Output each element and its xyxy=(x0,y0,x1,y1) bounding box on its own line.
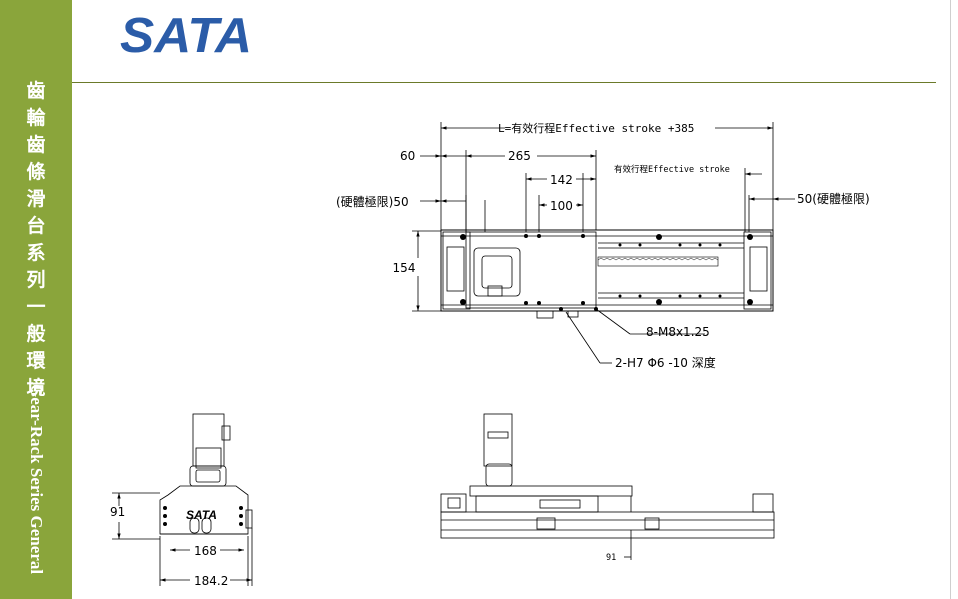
callout-h7-label: 2-H7 Φ6 -10 深度 xyxy=(615,355,716,370)
sidebar-char: 輪 xyxy=(26,107,46,129)
dim-hard-left-label: (硬體極限)50 xyxy=(336,194,409,209)
sidebar-char: 般 xyxy=(26,323,46,345)
dim-60-label: 60 xyxy=(400,149,415,163)
end-view-logo: SATA xyxy=(186,508,217,522)
sidebar-char: 環 xyxy=(26,350,46,372)
sidebar-char: 條 xyxy=(26,161,46,183)
side-dim-91-label: 91 xyxy=(606,553,616,563)
top-view-labels: L=有效行程Effective stroke +385 60 265 142 1… xyxy=(336,121,870,370)
dim-142-label: 142 xyxy=(550,173,573,187)
end-dim-168-label: 168 xyxy=(194,544,217,558)
sidebar-char: 系 xyxy=(26,242,46,264)
logo-text: SATA xyxy=(120,9,252,56)
dim-hard-right-label: 50(硬體極限) xyxy=(797,191,870,206)
side-view-labels: 91 xyxy=(606,553,616,563)
dim-stroke-label: 有效行程Effective stroke xyxy=(614,164,730,175)
dim-100-label: 100 xyxy=(550,199,573,213)
end-dim-184-label: 184.2 xyxy=(194,574,228,588)
side-view xyxy=(440,413,775,560)
end-view xyxy=(112,413,253,586)
end-dim-91-label: 91 xyxy=(110,505,125,519)
sidebar-char: 齒 xyxy=(26,80,46,102)
sidebar-char: 齒 xyxy=(26,134,46,156)
sidebar-band: 齒 輪 齒 條 滑 台 系 列 一 般 環 境 Gear-Rack Series… xyxy=(0,0,72,599)
page-edge xyxy=(950,0,951,599)
sidebar-char: 列 xyxy=(26,269,46,291)
callout-m8-label: 8-M8x1.25 xyxy=(646,325,710,339)
top-view xyxy=(412,122,795,364)
sidebar-char: 台 xyxy=(26,215,46,237)
sidebar-title-cn: 齒 輪 齒 條 滑 台 系 列 一 般 環 境 xyxy=(22,78,50,402)
sata-logo: SATA xyxy=(120,9,252,56)
dim-154-label: 154 xyxy=(393,261,416,275)
sidebar-char: 滑 xyxy=(26,188,46,210)
end-view-labels: SATA 91 168 184.2 xyxy=(110,505,228,588)
dim-265-label: 265 xyxy=(508,149,531,163)
dim-l-label: L=有效行程Effective stroke +385 xyxy=(498,121,694,135)
sidebar-char: 一 xyxy=(26,296,46,318)
sidebar-char: 境 xyxy=(26,377,46,399)
header-divider xyxy=(72,82,936,83)
